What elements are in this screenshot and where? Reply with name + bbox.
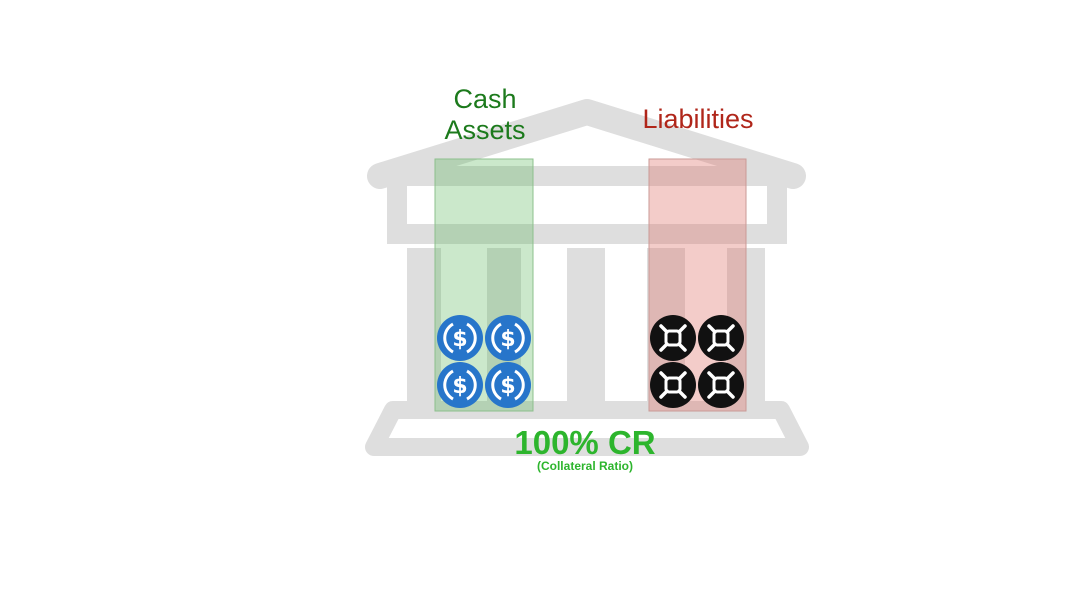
collateral-ratio-caption: (Collateral Ratio) <box>536 459 633 473</box>
frax-coin-icon <box>698 315 744 361</box>
svg-text:$: $ <box>452 327 467 352</box>
assets-label: Cash Assets <box>420 84 550 146</box>
usdc-coin-icon: $ <box>437 362 483 408</box>
usdc-coin-icon: $ <box>437 315 483 361</box>
frax-coin-icon <box>698 362 744 408</box>
collateral-ratio-value: 100% CR <box>514 424 656 461</box>
frax-coin-icon <box>650 362 696 408</box>
frax-coin-icon <box>650 315 696 361</box>
assets-label-line1: Cash <box>453 84 517 114</box>
svg-text:$: $ <box>500 327 515 352</box>
assets-label-line2: Assets <box>444 115 526 146</box>
liabilities-label: Liabilities <box>642 104 754 134</box>
usdc-coin-icon: $ <box>485 315 531 361</box>
usdc-coin-icon: $ <box>485 362 531 408</box>
svg-text:$: $ <box>500 374 515 399</box>
svg-text:$: $ <box>452 374 467 399</box>
